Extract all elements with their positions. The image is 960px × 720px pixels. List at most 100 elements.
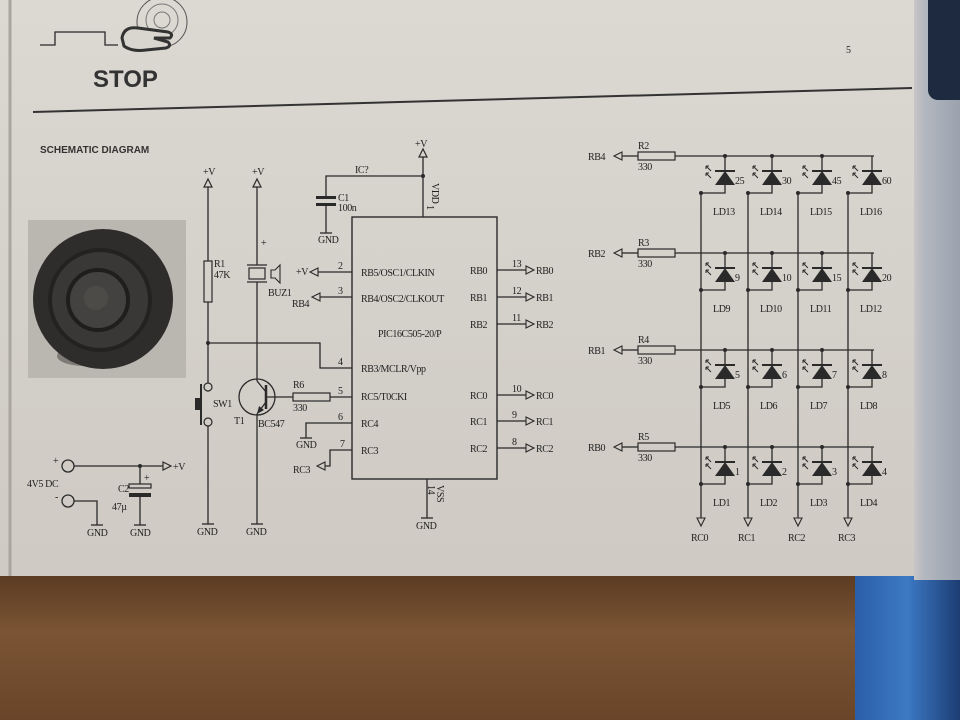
r6-name: R6 bbox=[293, 380, 304, 391]
svg-text:RB4/OSC2/CLKOUT: RB4/OSC2/CLKOUT bbox=[361, 294, 444, 305]
led-diode-icon bbox=[812, 462, 832, 476]
minus-terminal bbox=[61, 494, 75, 508]
r1-value: 47K bbox=[214, 270, 231, 281]
led-number: 2 bbox=[782, 467, 787, 478]
led-name: LD16 bbox=[860, 207, 882, 218]
led-name: LD13 bbox=[713, 207, 735, 218]
sw1-contact bbox=[203, 417, 213, 427]
section-title: SCHEMATIC DIAGRAM bbox=[40, 145, 149, 156]
power-input: + - 4V5 DC +V + C2 47µ GND GND bbox=[27, 456, 187, 539]
wire bbox=[798, 379, 823, 388]
resistor-value: 330 bbox=[638, 453, 652, 464]
c1-name: C1 bbox=[338, 193, 349, 204]
pin-name: RC2 bbox=[470, 444, 488, 455]
led-name: LD14 bbox=[760, 207, 782, 218]
speaker-icon bbox=[270, 263, 281, 285]
vplus-label: +V bbox=[203, 167, 216, 178]
output-arrow-icon bbox=[525, 390, 536, 400]
led-name: LD7 bbox=[810, 401, 828, 412]
led-matrix: RB4R233025LD1330LD1445LD1560LD16RB2R3330… bbox=[588, 141, 892, 544]
led-diode-icon bbox=[715, 365, 735, 379]
ic-pin-6: GND 6 RC4 bbox=[296, 412, 379, 451]
ic-pin-3: RB4 3 RB4/OSC2/CLKOUT bbox=[292, 286, 445, 310]
led-name: LD11 bbox=[810, 304, 832, 315]
led-column-rc2: RC2 bbox=[788, 193, 806, 544]
light-emission-icon bbox=[705, 456, 712, 470]
pin-name: RB0 bbox=[470, 266, 488, 277]
led-column-rc0: RC0 bbox=[691, 193, 709, 544]
resistor-value: 330 bbox=[638, 259, 652, 270]
wire bbox=[701, 379, 726, 388]
svg-text:5: 5 bbox=[338, 386, 343, 397]
plus-sign: + bbox=[53, 456, 59, 467]
led-diode-icon bbox=[762, 268, 782, 282]
led-name: LD15 bbox=[810, 207, 832, 218]
c2-value: 47µ bbox=[112, 502, 127, 513]
led-diode-icon bbox=[715, 171, 735, 185]
led-number: 6 bbox=[782, 370, 787, 381]
buzzer-name: BUZ1 bbox=[268, 288, 292, 299]
ic-pin-2: +V 2 RB5/OSC1/CLKIN bbox=[296, 261, 435, 279]
vdd-label: VDD bbox=[429, 183, 440, 204]
svg-text:RC3: RC3 bbox=[293, 465, 311, 476]
led-name: LD3 bbox=[810, 498, 828, 509]
row-port-label: RB1 bbox=[588, 346, 606, 357]
sw1-name: SW1 bbox=[213, 399, 232, 410]
led-name: LD12 bbox=[860, 304, 882, 315]
svg-text:6: 6 bbox=[338, 412, 343, 423]
light-emission-icon bbox=[705, 165, 712, 179]
led-number: 25 bbox=[735, 176, 745, 187]
ic-ref: IC? bbox=[355, 165, 369, 176]
led-diode-icon bbox=[862, 171, 882, 185]
reset-switch-circuit: +V R1 47K SW1 GND bbox=[195, 167, 352, 538]
svg-text:GND: GND bbox=[296, 440, 317, 451]
svg-text:+V: +V bbox=[296, 267, 309, 278]
svg-text:RC5/T0CKI: RC5/T0CKI bbox=[361, 392, 407, 403]
ic-body bbox=[351, 216, 498, 480]
wire bbox=[848, 476, 873, 485]
light-emission-icon bbox=[802, 359, 809, 373]
resistor-name: R4 bbox=[638, 335, 649, 346]
led-column-rc1: RC1 bbox=[738, 193, 756, 544]
buzzer-photo bbox=[28, 220, 186, 378]
ic-pin-4: 4 RB3/MCLR/Vpp bbox=[338, 357, 426, 375]
gnd-label: GND bbox=[197, 527, 218, 538]
led-name: LD6 bbox=[760, 401, 778, 412]
pic-microcontroller: PIC16C505-20/P +V IC? C1 100n GND VDD 1 … bbox=[292, 139, 554, 532]
led-number: 60 bbox=[882, 176, 892, 187]
ic-pin-7: RC3 7 RC3 bbox=[293, 439, 379, 476]
vplus-arrow-icon bbox=[418, 147, 428, 158]
light-emission-icon bbox=[752, 165, 759, 179]
led-number: 7 bbox=[832, 370, 837, 381]
led-number: 8 bbox=[882, 370, 887, 381]
vdd-pin-number: 1 bbox=[424, 205, 435, 210]
svg-text:3: 3 bbox=[338, 286, 343, 297]
led-diode-icon bbox=[862, 268, 882, 282]
gnd-label: GND bbox=[318, 235, 339, 246]
led-number: 20 bbox=[882, 273, 892, 284]
led-name: LD10 bbox=[760, 304, 782, 315]
led-number: 5 bbox=[735, 370, 740, 381]
light-emission-icon bbox=[752, 359, 759, 373]
led-name: LD5 bbox=[713, 401, 731, 412]
led-name: LD1 bbox=[713, 498, 731, 509]
light-emission-icon bbox=[802, 262, 809, 276]
hand-pressing-button-icon bbox=[120, 0, 188, 52]
c2-capacitor bbox=[128, 483, 152, 489]
wire bbox=[701, 282, 726, 291]
pin-number: 8 bbox=[512, 437, 517, 448]
led-diode-icon bbox=[812, 365, 832, 379]
led-number: 4 bbox=[882, 467, 887, 478]
led-number: 15 bbox=[832, 273, 842, 284]
light-emission-icon bbox=[852, 359, 859, 373]
gnd-label: GND bbox=[416, 521, 437, 532]
gnd-label: GND bbox=[87, 528, 108, 539]
